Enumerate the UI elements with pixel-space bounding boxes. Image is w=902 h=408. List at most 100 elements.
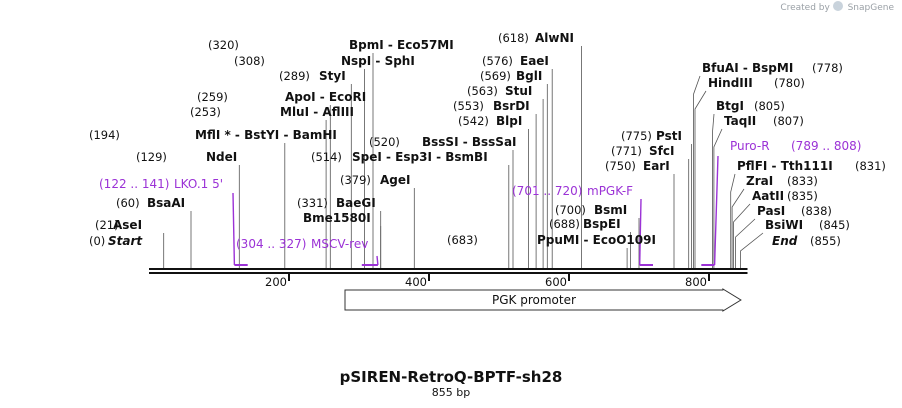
site-line-hindiii [694,90,707,268]
site-line-bfuai-bspmi [693,75,701,268]
feature-label-pgk-promoter: PGK promoter [492,293,576,307]
primer-name-mpgk-f[interactable]: mPGK-F [587,184,633,198]
site-line-bsiwi [740,232,764,268]
site-position-blpi: (542) [458,114,489,128]
site-position-bspei: (688) [549,217,580,231]
site-label-bsssi-bsssai[interactable]: BssSI - BssSaI [422,135,517,149]
site-position-sfci: (771) [611,144,642,158]
site-position-zrai: (833) [787,174,818,188]
site-position-asei: (21) [95,218,119,232]
credit-prefix: Created by [780,3,830,13]
site-position-bsiwi: (845) [819,218,850,232]
ruler-tick-label: 400 [405,275,427,289]
feature-annotations: PGK promoter [344,288,742,312]
site-position-apoi-ecori: (259) [197,90,228,104]
site-lines [163,46,764,268]
site-label-aatii[interactable]: AatII [752,189,784,203]
site-label-sfci[interactable]: SfcI [649,144,674,158]
site-label-bfuai-bspmi[interactable]: BfuAI - BspMI [702,61,793,75]
site-position-bsmi: (700) [555,203,586,217]
site-label-end[interactable]: End [772,234,798,248]
snapgene-logo-icon [832,1,843,11]
map-length: 855 bp [431,386,471,399]
site-label-start[interactable]: Start [108,234,143,248]
site-position-alwni: (618) [498,31,529,45]
site-label-bgli[interactable]: BglI [516,69,542,83]
site-line-zrai [731,188,745,268]
site-label-bspei[interactable]: BspEI [583,217,621,231]
site-label-nspi-sphi[interactable]: NspI - SphI [341,54,415,68]
site-label-eaei[interactable]: EaeI [520,54,549,68]
site-position-end: (855) [810,234,841,248]
site-position-stui: (563) [467,84,498,98]
site-position-baegi: (331) [297,196,328,210]
site-line-aatii [733,203,751,268]
primer-connector-lko-1-5 [232,192,236,266]
site-position-styi: (289) [279,69,310,83]
site-label-asei[interactable]: AseI [113,218,142,232]
site-label-ndei[interactable]: NdeI [206,150,237,164]
primer-connector-mscv-rev [376,255,379,266]
site-label-styi[interactable]: StyI [319,69,346,83]
site-position-bgli: (569) [480,69,511,83]
site-label-psti[interactable]: PstI [656,129,682,143]
site-line-pasi [735,218,756,268]
site-position-bsssi-bsssai: (520) [369,135,400,149]
site-label-bsaai[interactable]: BsaAI [147,196,185,210]
site-position-spei-esp3i-bsmbi: (514) [311,150,342,164]
site-label-apoi-ecori[interactable]: ApoI - EcoRI [285,90,366,104]
primer-name-lko-1-5[interactable]: LKO.1 5' [174,177,223,191]
site-label-stui[interactable]: StuI [505,84,532,98]
primer-name-mscv-rev[interactable]: MSCV-rev [311,237,368,251]
ruler-tick-label: 800 [685,275,707,289]
site-label-taqii[interactable]: TaqII [724,114,756,128]
site-labels: (0)Start(21)AseI(60)BsaAI(129)NdeI(194)M… [89,31,886,248]
site-label-spei-esp3i-bsmbi[interactable]: SpeI - Esp3I - BsmBI [352,150,488,164]
primer-name-puro-r[interactable]: Puro-R [730,139,770,153]
site-label-bpmi-eco57mi[interactable]: BpmI - Eco57MI [349,38,454,52]
primer-annotations: (122 .. 141)LKO.1 5'(304 .. 327)MSCV-rev… [99,139,861,266]
primer-range-puro-r: (789 .. 808) [791,139,861,153]
site-position-mlui-afliii: (253) [190,105,221,119]
site-label-zrai[interactable]: ZraI [746,174,773,188]
feature-arrow-pgk-promoter[interactable] [344,288,742,312]
site-position-aatii: (835) [787,189,818,203]
primer-range-mpgk-f: (701 .. 720) [512,184,582,198]
site-line-taqii [713,128,723,268]
site-label-agei[interactable]: AgeI [380,173,410,187]
site-label-bsrdi[interactable]: BsrDI [493,99,530,113]
site-label-bsiwi[interactable]: BsiWI [765,218,803,232]
ruler-tick-label: 200 [265,275,287,289]
site-label-hindiii[interactable]: HindIII [708,76,753,90]
site-label-bsmi[interactable]: BsmI [594,203,627,217]
site-label-eari[interactable]: EarI [643,159,670,173]
site-label-btgi[interactable]: BtgI [716,99,744,113]
site-position-hindiii: (780) [774,76,805,90]
site-position-start: (0) [89,234,105,248]
site-position-mfli-bstyi-bamhi: (194) [89,128,120,142]
site-position-ndei: (129) [136,150,167,164]
site-position-ppumi-ecoo109i: (683) [447,233,478,247]
site-label-pflfi-tth111i[interactable]: PflFI - Tth111I [737,159,833,173]
site-label-pasi[interactable]: PasI [757,204,785,218]
snapgene-credit: Created by SnapGene [780,1,894,13]
site-label-baegi[interactable]: BaeGI [336,196,376,210]
primer-connector-mpgk-f [639,198,642,266]
site-label-alwni[interactable]: AlwNI [535,31,574,45]
site-label-mfli-bstyi-bamhi[interactable]: MflI * - BstYI - BamHI [195,128,337,142]
site-line-btgi [712,113,715,268]
site-position-bpmi-eco57mi: (320) [208,38,239,52]
primer-range-mscv-rev: (304 .. 327) [236,237,306,251]
site-position-bfuai-bspmi: (778) [812,61,843,75]
site-position-btgi: (805) [754,99,785,113]
site-label-mlui-afliii[interactable]: MluI - AflIII [280,105,354,119]
site-position-agei: (379) [340,173,371,187]
site-label-ppumi-ecoo109i[interactable]: PpuMI - EcoO109I [537,233,656,247]
site-position-pasi: (838) [801,204,832,218]
site-position-eaei: (576) [482,54,513,68]
site-label-blpi[interactable]: BlpI [496,114,522,128]
ruler-tick-label: 600 [545,275,567,289]
site-label-bme1580i[interactable]: Bme1580I [303,211,371,225]
primer-connector-puro-r [713,155,719,266]
